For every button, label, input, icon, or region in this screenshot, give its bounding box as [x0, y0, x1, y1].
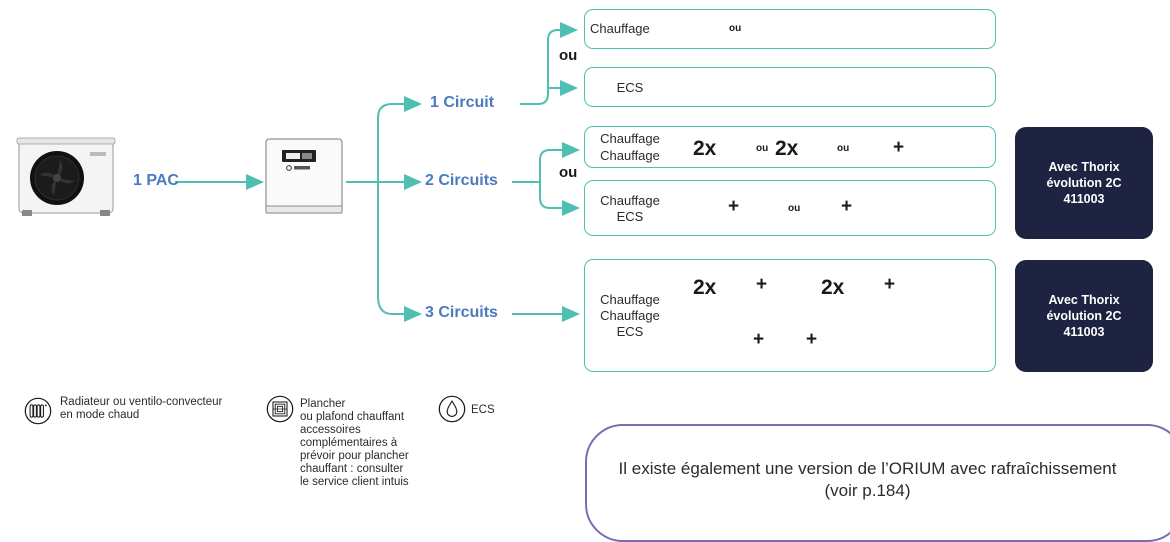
- water-drop-icon: [438, 395, 466, 423]
- plus-sign: +: [884, 274, 896, 295]
- plus-sign: +: [728, 196, 740, 217]
- plus-sign: +: [893, 137, 905, 158]
- ou-label-1: ou: [559, 47, 578, 64]
- branch-2-circuits: [512, 149, 576, 209]
- box-1c-chauffage-label: Chauffage: [590, 21, 650, 36]
- box-3c-line2: Chauffage: [600, 308, 660, 323]
- box-2c-line2: Chauffage: [600, 148, 660, 163]
- heat-pump-icon: [16, 137, 116, 216]
- box-3c-line1: Chauffage: [600, 292, 660, 307]
- legend-ecs: ECS: [471, 404, 495, 416]
- controller-icon: [265, 138, 343, 214]
- box-2c-ecs-label: ECS: [616, 209, 644, 224]
- thorix-line3: 411003: [1063, 192, 1105, 206]
- box-2c-heat-ecs: [584, 180, 996, 236]
- box-1c-ecs: [584, 67, 996, 107]
- arrow-trunk: [346, 103, 418, 315]
- label-3-circuits: 3 Circuits: [425, 304, 498, 321]
- thorix-line2: évolution 2C: [1046, 176, 1122, 190]
- box-3c-line3: ECS: [616, 324, 644, 339]
- box-2c-heat-heat: [584, 126, 996, 168]
- multiplier-2x: 2x: [775, 137, 799, 160]
- box-2c-line1: Chauffage: [600, 131, 660, 146]
- multiplier-2x: 2x: [693, 276, 717, 299]
- note-text: Il existe également une version de l’ORI…: [618, 459, 1117, 500]
- thorix-line1: Avec Thorix: [1048, 293, 1120, 307]
- thorix-line2: évolution 2C: [1046, 309, 1122, 323]
- legend-radiator: Radiateur ou ventilo-convecteur en mode …: [60, 396, 223, 421]
- branch-1-circuit: [520, 22, 578, 105]
- box-3c: [584, 259, 996, 372]
- radiator-icon: [24, 397, 52, 425]
- box-1c-ecs-label: ECS: [616, 80, 644, 95]
- label-1-circuit: 1 Circuit: [430, 94, 495, 111]
- plus-sign: +: [753, 329, 765, 350]
- thorix-box-2c: Avec Thorix évolution 2C 411003: [1015, 127, 1153, 239]
- plus-sign: +: [756, 274, 768, 295]
- ou-small: ou: [729, 23, 742, 34]
- multiplier-2x: 2x: [821, 276, 845, 299]
- floor-heating-icon: [266, 395, 294, 423]
- thorix-line3: 411003: [1063, 325, 1105, 339]
- plus-sign: +: [841, 196, 853, 217]
- ou-label-2: ou: [559, 164, 578, 181]
- ou-small: ou: [837, 143, 850, 154]
- multiplier-2x: 2x: [693, 137, 717, 160]
- legend-floor-heating: Plancher ou plafond chauffant accessoire…: [300, 398, 409, 488]
- box-1c-chauffage: [584, 9, 996, 49]
- thorix-line1: Avec Thorix: [1048, 160, 1120, 174]
- label-1-pac: 1 PAC: [133, 172, 179, 189]
- plus-sign: +: [806, 329, 818, 350]
- ou-small: ou: [788, 203, 801, 214]
- thorix-box-3c: Avec Thorix évolution 2C 411003: [1015, 260, 1153, 372]
- label-2-circuits: 2 Circuits: [425, 172, 498, 189]
- box-2c-heat-label: Chauffage: [600, 193, 660, 208]
- ou-small: ou: [756, 143, 769, 154]
